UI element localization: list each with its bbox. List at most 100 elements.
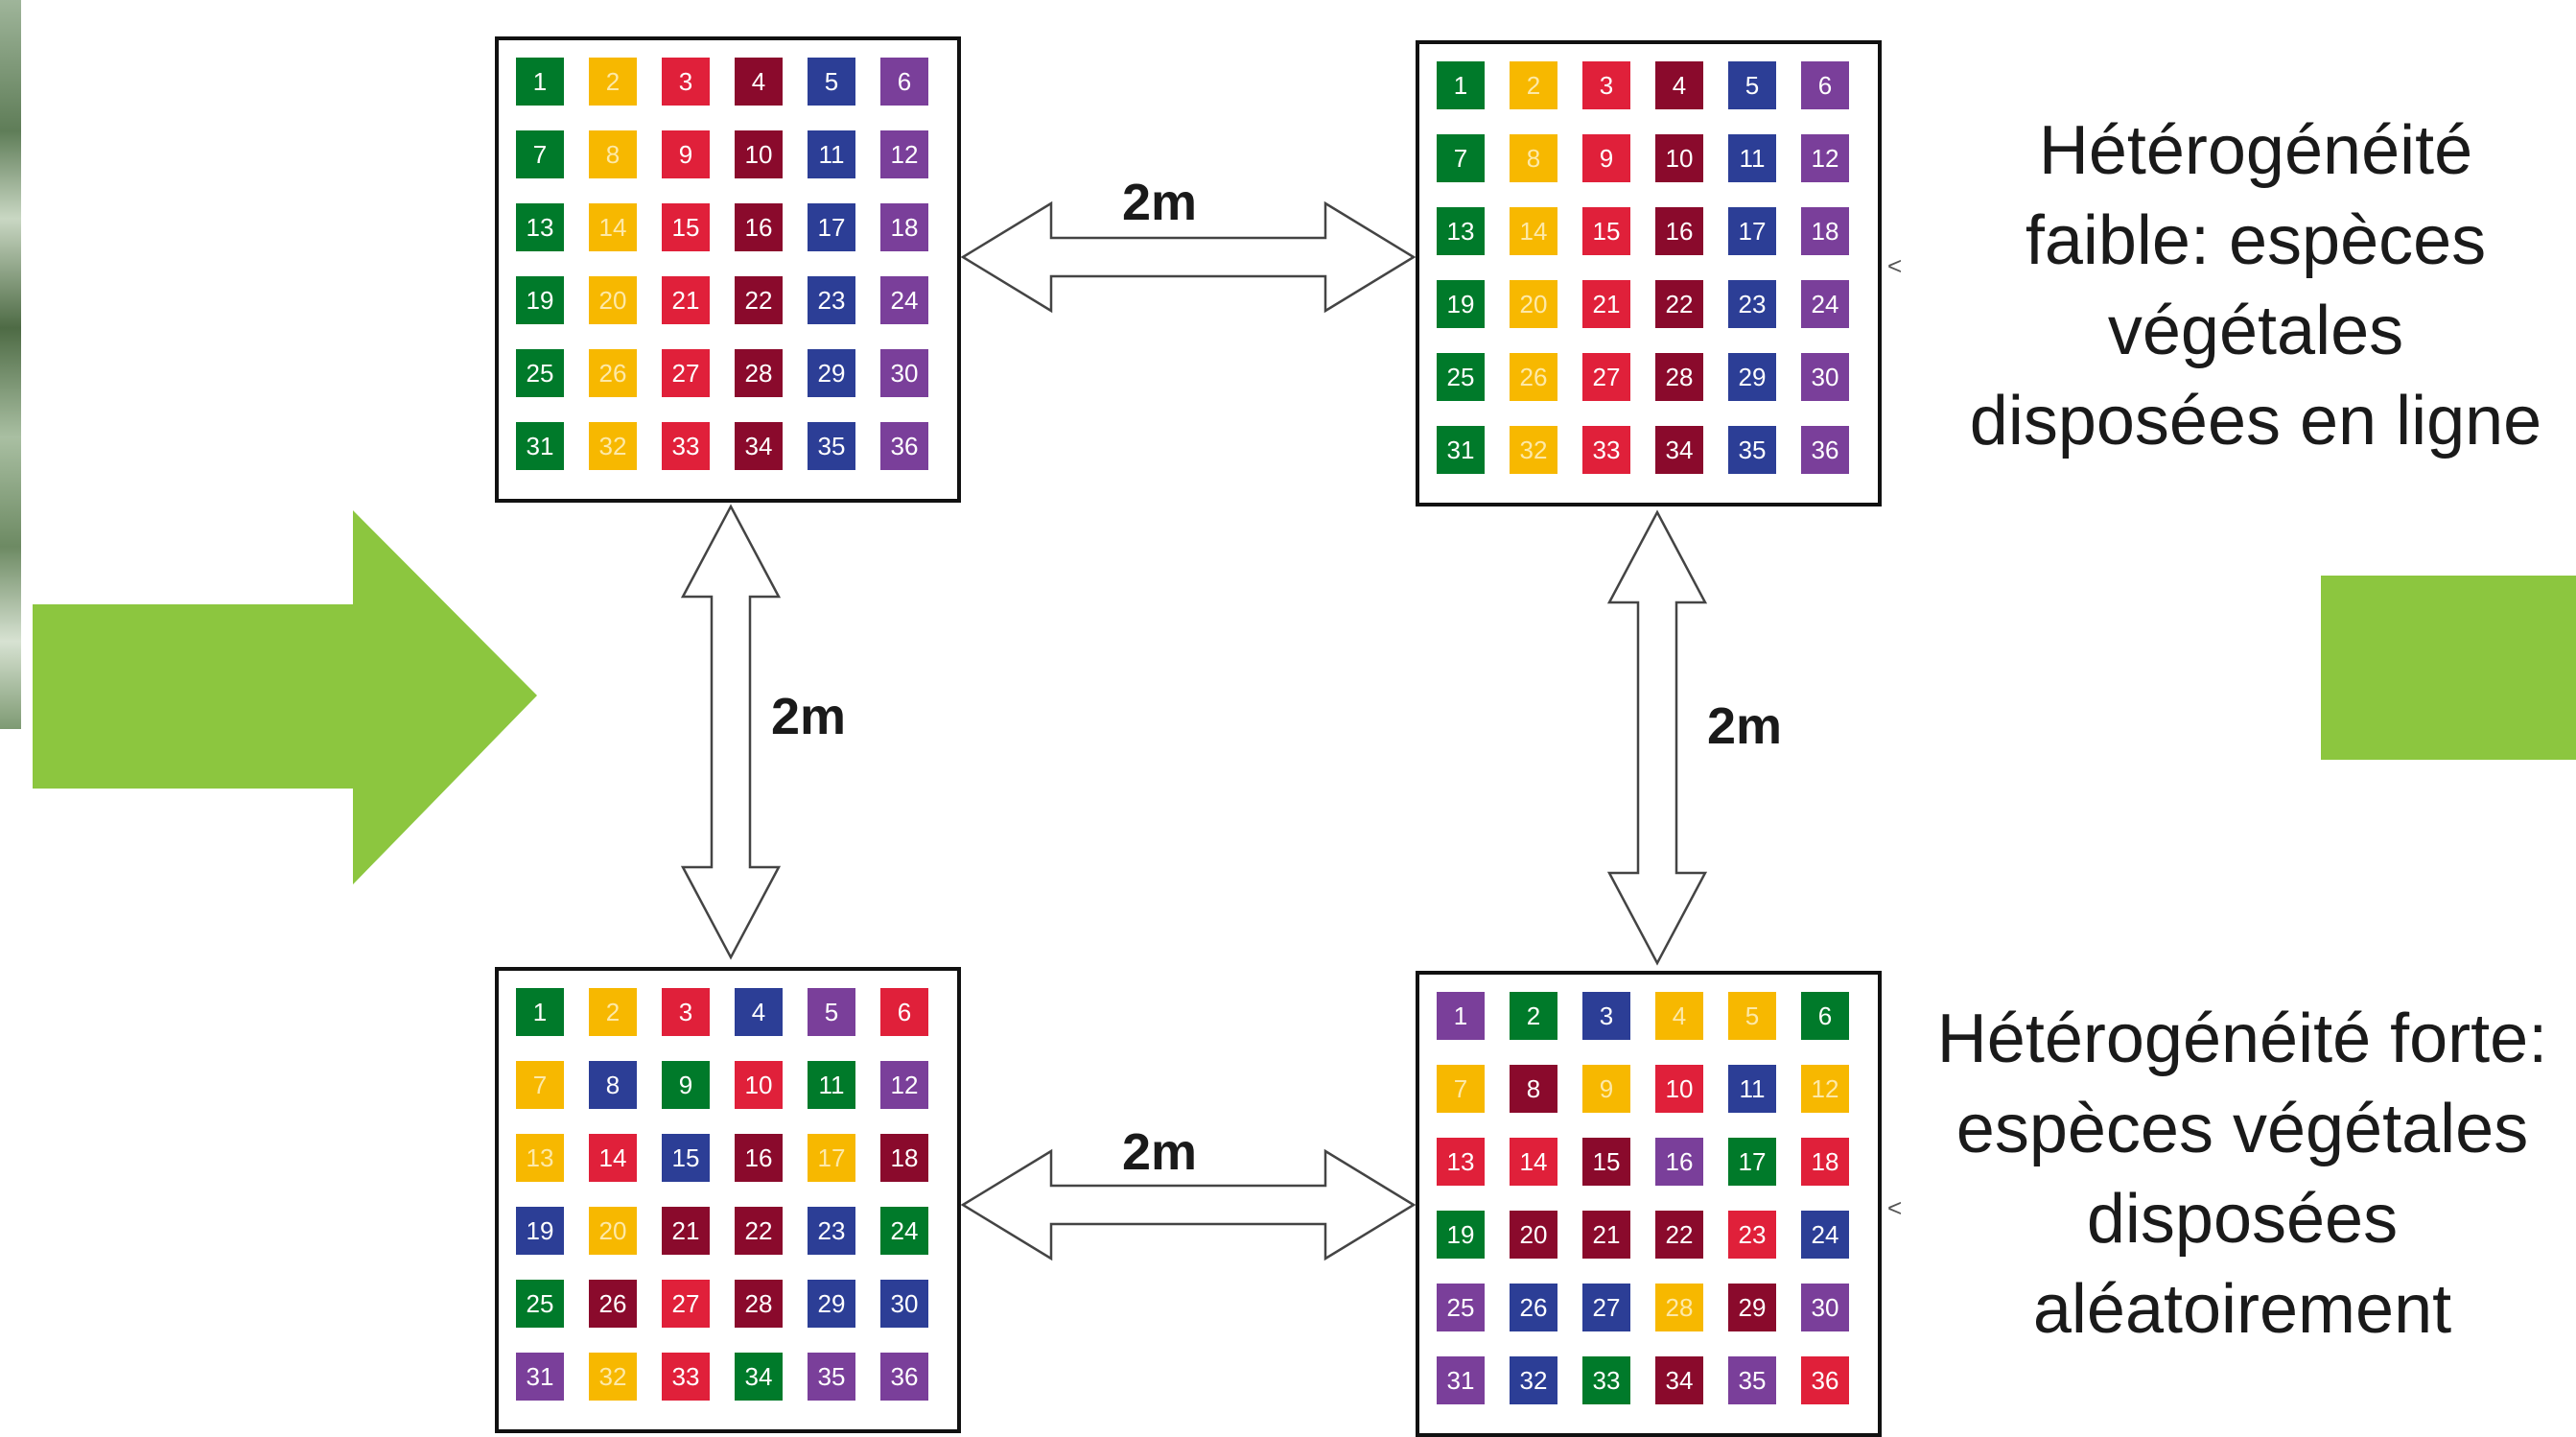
distance-label-right: 2m (1707, 697, 1783, 755)
grid-cell: 34 (1655, 1356, 1703, 1404)
grid-cell: 5 (808, 988, 855, 1036)
grid-cell: 15 (1582, 207, 1630, 255)
grid-cell: 31 (1437, 1356, 1485, 1404)
grid-cell: 26 (1510, 353, 1557, 401)
caption-high-heterogeneity: Hétérogénéité forte: espèces végétales d… (1897, 994, 2576, 1355)
double-arrow-top-icon (960, 200, 1417, 314)
small-mark-lower: < (1887, 1193, 1903, 1222)
grid-cell: 36 (1801, 1356, 1849, 1404)
grid-cell: 5 (1728, 61, 1776, 109)
grid-cell: 6 (1801, 992, 1849, 1040)
grid-cell: 3 (1582, 61, 1630, 109)
grid-cell: 10 (735, 130, 783, 178)
grid-cell: 9 (1582, 1065, 1630, 1113)
grid-cell: 1 (516, 58, 564, 106)
grid-cell: 26 (589, 1280, 637, 1328)
grid-cell: 17 (1728, 1138, 1776, 1186)
grid-cell: 28 (1655, 1284, 1703, 1331)
grid-cell: 9 (662, 1061, 710, 1109)
grid-cell: 27 (1582, 353, 1630, 401)
grid-cell: 11 (1728, 1065, 1776, 1113)
grid-cell: 21 (662, 276, 710, 324)
caption-low-line-3: végétales (2107, 293, 2404, 369)
grid-cell: 21 (1582, 280, 1630, 328)
grid-cell: 3 (662, 988, 710, 1036)
grid-cell: 26 (589, 349, 637, 397)
grid-cell: 10 (1655, 1065, 1703, 1113)
grid-cell: 27 (662, 349, 710, 397)
grid-cell: 17 (808, 1134, 855, 1182)
grid-cell: 30 (1801, 353, 1849, 401)
grid-cell: 30 (880, 1280, 928, 1328)
grid-cell: 14 (589, 203, 637, 251)
grid-cell: 35 (808, 1353, 855, 1401)
caption-high-line-1: Hétérogénéité forte: (1936, 1001, 2548, 1077)
grid-cell: 27 (1582, 1284, 1630, 1331)
grid-cell: 34 (1655, 426, 1703, 474)
grid-cell: 29 (1728, 353, 1776, 401)
grid-cell: 30 (880, 349, 928, 397)
grid-cell: 26 (1510, 1284, 1557, 1331)
grid-cell: 25 (1437, 353, 1485, 401)
grid-cell: 19 (516, 1207, 564, 1255)
grid-cell: 29 (808, 1280, 855, 1328)
caption-low-line-1: Hétérogénéité (2038, 112, 2473, 189)
grid-cell: 9 (662, 130, 710, 178)
grid-cell: 2 (589, 988, 637, 1036)
grid-cell: 32 (589, 422, 637, 470)
grid-cell: 20 (1510, 280, 1557, 328)
grid-cell: 17 (808, 203, 855, 251)
grid-cell: 12 (880, 130, 928, 178)
caption-low-line-4: disposées en ligne (1969, 383, 2542, 459)
grid-cell: 29 (1728, 1284, 1776, 1331)
grid-cell: 32 (1510, 1356, 1557, 1404)
grid-cell: 28 (1655, 353, 1703, 401)
grid-cell: 13 (1437, 207, 1485, 255)
grid-cell: 10 (735, 1061, 783, 1109)
grid-cell: 14 (1510, 207, 1557, 255)
small-mark-upper: < (1887, 251, 1903, 280)
grid-cell: 19 (1437, 1211, 1485, 1259)
grid-cell: 8 (1510, 134, 1557, 182)
grid-cell: 33 (662, 1353, 710, 1401)
grid-cell: 14 (589, 1134, 637, 1182)
grid-cell: 15 (1582, 1138, 1630, 1186)
grid-cell: 4 (1655, 61, 1703, 109)
grid-cell: 8 (589, 130, 637, 178)
grid-cell: 19 (1437, 280, 1485, 328)
grid-cell: 3 (1582, 992, 1630, 1040)
grid-cell: 32 (589, 1353, 637, 1401)
caption-high-line-3: disposées (2086, 1181, 2399, 1258)
double-arrow-left-icon (680, 504, 782, 960)
grid-cell: 2 (1510, 61, 1557, 109)
grid-cell: 4 (735, 58, 783, 106)
grid-cell: 25 (1437, 1284, 1485, 1331)
grid-cell: 22 (1655, 1211, 1703, 1259)
grid-cell: 35 (1728, 426, 1776, 474)
grid-cell: 2 (589, 58, 637, 106)
grid-cell: 6 (1801, 61, 1849, 109)
grid-cell: 22 (735, 276, 783, 324)
grid-cell: 18 (880, 1134, 928, 1182)
caption-high-line-4: aléatoirement (2032, 1271, 2452, 1348)
grid-cell: 31 (1437, 426, 1485, 474)
grid-cell: 7 (516, 130, 564, 178)
grid-cell: 18 (1801, 1138, 1849, 1186)
grid-cell: 35 (808, 422, 855, 470)
grid-cell: 21 (1582, 1211, 1630, 1259)
grid-cell: 23 (1728, 1211, 1776, 1259)
grid-cell: 36 (880, 422, 928, 470)
grid-cell: 33 (662, 422, 710, 470)
grid-cell: 10 (1655, 134, 1703, 182)
grid-cell: 23 (808, 276, 855, 324)
grid-cell: 19 (516, 276, 564, 324)
green-arrow-icon (33, 510, 537, 884)
grid-cell: 11 (808, 130, 855, 178)
grid-cell: 20 (589, 276, 637, 324)
grid-cell: 32 (1510, 426, 1557, 474)
grid-cell: 12 (880, 1061, 928, 1109)
